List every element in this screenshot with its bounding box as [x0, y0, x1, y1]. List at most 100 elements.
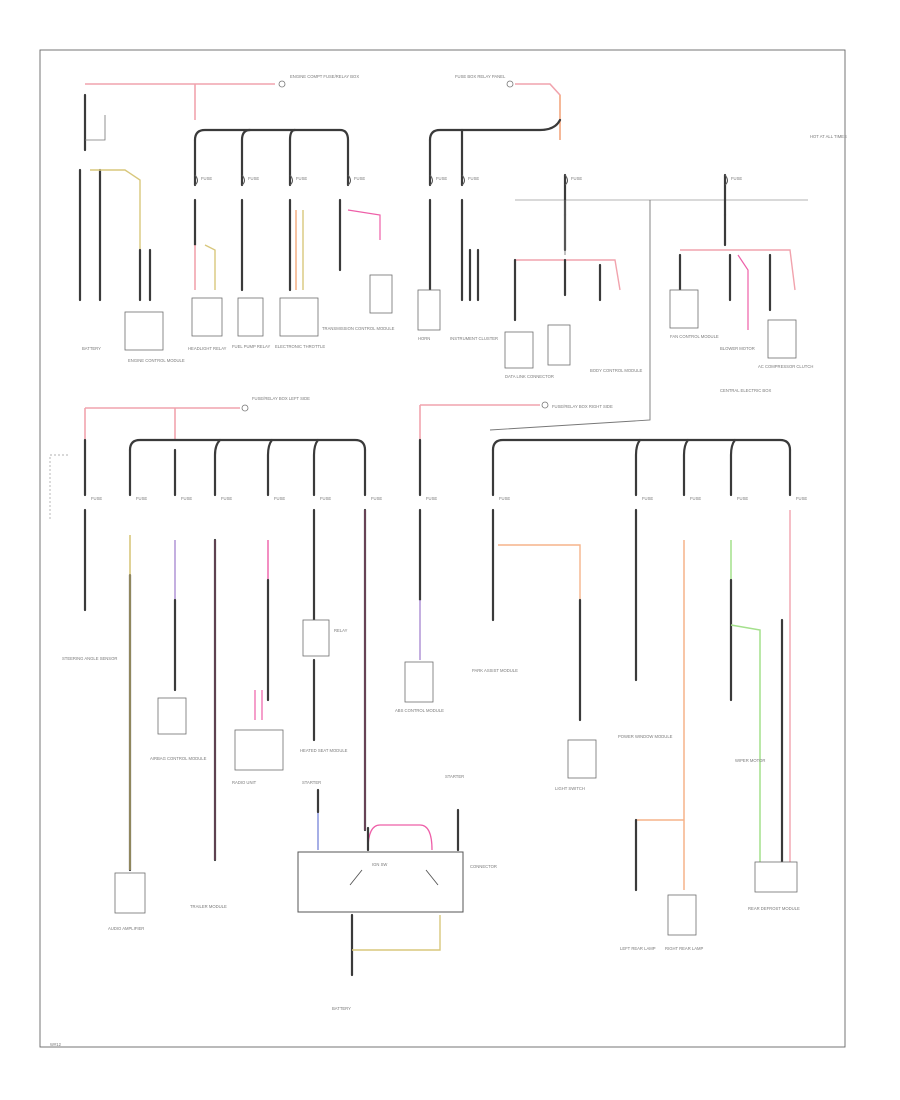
component-box-top-1: [124, 311, 164, 351]
svg-text:FUSE: FUSE: [201, 176, 212, 181]
top-junction-label-b: FUSE BOX RELAY PANEL: [455, 74, 506, 79]
fuse-mid-4: FUSE: [221, 496, 232, 501]
component-box-bottom-5: [114, 872, 146, 914]
connector-label: CONNECTOR: [470, 864, 497, 869]
fuse-mid-8: FUSE: [426, 496, 437, 501]
component-box-bottom-1: [157, 697, 187, 735]
fuse-mid-3: FUSE: [181, 496, 192, 501]
svg-text:FUSE: FUSE: [731, 176, 742, 181]
svg-text:FUSE: FUSE: [91, 496, 102, 501]
svg-text:FUSE: FUSE: [320, 496, 331, 501]
fuse-top-1: FUSE: [194, 174, 212, 186]
component-box-top-8: [547, 324, 571, 366]
fuse-top-4: FUSE: [347, 174, 365, 186]
svg-text:FUSE: FUSE: [248, 176, 259, 181]
component-box-top-7: [504, 331, 534, 369]
component-label-top-3: HEADLIGHT RELAY: [188, 346, 227, 351]
top-section: ENGINE COMPT FUSE/RELAY BOX FUSE BOX REL…: [78, 74, 813, 431]
component-box-top-3: [237, 297, 264, 337]
starter-label-right: STARTER: [445, 774, 464, 779]
ignition-label: IGN SW: [372, 862, 387, 867]
svg-text:FUSE: FUSE: [436, 176, 447, 181]
component-label-top-5: ELECTRONIC THROTTLE: [275, 344, 325, 349]
component-label-bottom-7: LIGHT SWITCH: [555, 786, 585, 791]
svg-text:FUSE: FUSE: [468, 176, 479, 181]
fuse-mid-11: FUSE: [690, 496, 701, 501]
component-label-bottom-13: RIGHT REAR LAMP: [665, 946, 704, 951]
component-box-bottom-3: [404, 661, 434, 703]
component-box-bottom-4: [567, 739, 597, 779]
component-label-bottom-4: HEATED SEAT MODULE: [300, 748, 348, 753]
fuse-top-3: FUSE: [289, 174, 307, 186]
fuse-top-7: FUSE: [564, 174, 582, 186]
component-label-top-6: TRANSMISSION CONTROL MODULE: [322, 326, 395, 331]
component-label-bottom-9: WIPER MOTOR: [735, 758, 765, 763]
component-label-top-2: ENGINE CONTROL MODULE: [128, 358, 185, 363]
corner-label: HOT AT ALL TIMES: [810, 134, 847, 139]
component-label-bottom-12: LEFT REAR LAMP: [620, 946, 656, 951]
svg-text:FUSE: FUSE: [426, 496, 437, 501]
fuse-mid-2: FUSE: [136, 496, 147, 501]
component-box-bottom-7: [754, 861, 798, 893]
ignition-switch-block: [297, 851, 464, 913]
component-label-bottom-10: AUDIO AMPLIFIER: [108, 926, 144, 931]
fuse-mid-9: FUSE: [499, 496, 510, 501]
component-box-bottom-2: [234, 729, 284, 771]
component-label-bottom-14: REAR DEFROST MODULE: [748, 906, 800, 911]
diagram-frame: [39, 49, 846, 1048]
component-label-top-4: FUEL PUMP RELAY: [232, 344, 271, 349]
component-box-top-2: [191, 297, 223, 337]
fuse-top-5: FUSE: [429, 174, 447, 186]
component-box-top-9: [669, 289, 699, 329]
component-label-top-9: DATA LINK CONNECTOR: [505, 374, 554, 379]
mid-junction-label-a: FUSE/RELAY BOX LEFT SIDE: [252, 396, 310, 401]
component-label-top-13: AC COMPRESSOR CLUTCH: [758, 364, 813, 369]
bottom-section: RELAY IGN SW CONNECTOR STARTER STARTER B…: [62, 619, 800, 1011]
component-label-top-14: CENTRAL ELECTRIC BOX: [720, 388, 771, 393]
svg-text:FUSE: FUSE: [571, 176, 582, 181]
fuse-top-6: FUSE: [461, 174, 479, 186]
component-box-top-4: [279, 297, 319, 337]
component-label-top-10: BODY CONTROL MODULE: [590, 368, 643, 373]
svg-text:FUSE: FUSE: [181, 496, 192, 501]
svg-text:FUSE: FUSE: [296, 176, 307, 181]
middle-section: FUSE/RELAY BOX LEFT SIDE FUSE/RELAY BOX …: [49, 396, 807, 892]
component-box-top-5: [369, 274, 393, 314]
component-label-top-12: BLOWER MOTOR: [720, 346, 755, 351]
svg-text:FUSE: FUSE: [136, 496, 147, 501]
component-label-top-7: HORN: [418, 336, 430, 341]
frame-label: W#12: [50, 1042, 62, 1047]
relay-box: [302, 619, 330, 657]
fuse-mid-7: FUSE: [371, 496, 382, 501]
svg-text:FUSE: FUSE: [499, 496, 510, 501]
component-box-top-6: [417, 289, 441, 331]
svg-text:FUSE: FUSE: [354, 176, 365, 181]
component-box-top-10: [767, 319, 797, 359]
component-label-bottom-1: STEERING ANGLE SENSOR: [62, 656, 117, 661]
component-label-bottom-5: ABS CONTROL MODULE: [395, 708, 444, 713]
fuse-top-8: FUSE: [724, 174, 742, 186]
svg-text:FUSE: FUSE: [371, 496, 382, 501]
component-label-bottom-6: PARK ASSIST MODULE: [472, 668, 518, 673]
component-label-bottom-2: AIRBAG CONTROL MODULE: [150, 756, 207, 761]
mid-junction-label-b: FUSE/RELAY BOX RIGHT SIDE: [552, 404, 613, 409]
battery-label: BATTERY: [332, 1006, 351, 1011]
top-junction-label-a: ENGINE COMPT FUSE/RELAY BOX: [290, 74, 359, 79]
fuse-mid-12: FUSE: [737, 496, 748, 501]
fuse-mid-10: FUSE: [642, 496, 653, 501]
svg-text:FUSE: FUSE: [737, 496, 748, 501]
component-label-bottom-8: POWER WINDOW MODULE: [618, 734, 673, 739]
starter-label-left: STARTER: [302, 780, 321, 785]
component-label-top-8: INSTRUMENT CLUSTER: [450, 336, 498, 341]
fuse-top-2: FUSE: [241, 174, 259, 186]
svg-text:FUSE: FUSE: [642, 496, 653, 501]
component-label-bottom-11: TRAILER MODULE: [190, 904, 227, 909]
svg-text:FUSE: FUSE: [221, 496, 232, 501]
svg-text:FUSE: FUSE: [796, 496, 807, 501]
fuse-mid-13: FUSE: [796, 496, 807, 501]
fuse-mid-1: FUSE: [91, 496, 102, 501]
component-label-top-1: BATTERY: [82, 346, 101, 351]
fuse-mid-6: FUSE: [320, 496, 331, 501]
component-label-top-11: FAN CONTROL MODULE: [670, 334, 719, 339]
